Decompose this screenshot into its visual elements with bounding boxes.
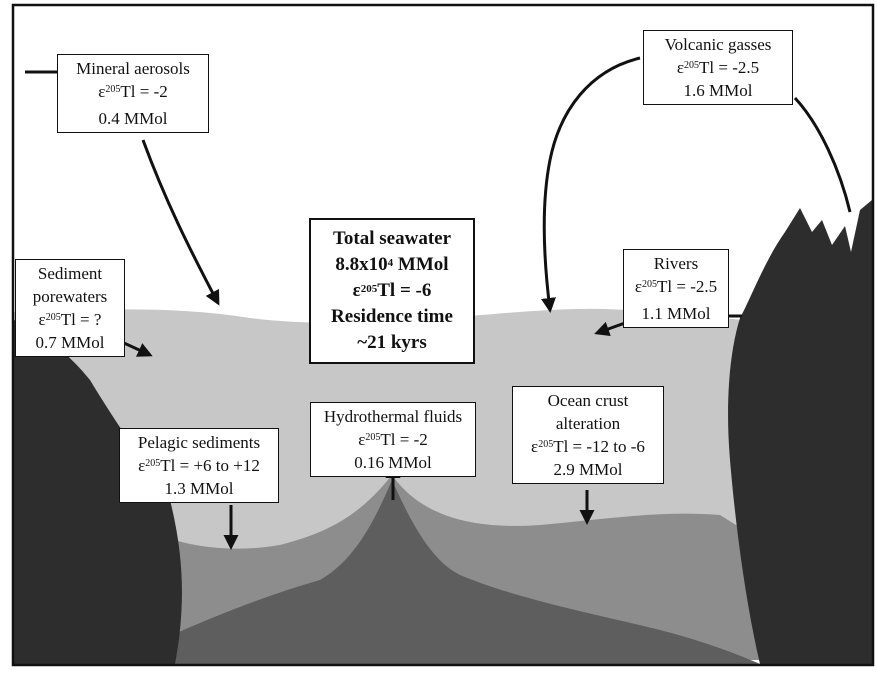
porewaters-title-line1: Sediment [37,264,103,283]
sediment-porewaters-box: Sediment porewaters ε205Tl = ? 0.7 MMol [15,259,125,357]
mineral-aerosols-epsilon: ε205Tl = -2 [98,82,168,101]
ocean-crust [110,480,760,664]
rivers-epsilon: ε205Tl = -2.5 [634,277,718,296]
total-seawater-box: Total seawater 8.8x104 MMol ε205Tl = -6 … [309,218,475,364]
ocean-crust-alteration-box: Ocean crust alteration ε205Tl = -12 to -… [512,386,664,484]
hydrothermal-fluids-epsilon: ε205Tl = -2 [358,430,428,449]
total-seawater-epsilon: ε205Tl = -6 [352,280,432,301]
right-continent [728,200,872,664]
mineral-aerosols-box: Mineral aerosols ε205Tl = -2 0.4 MMol [57,54,209,133]
ocean-crust-amount: 2.9 MMol [553,460,623,479]
rivers-box: Rivers ε205Tl = -2.5 1.1 MMol [623,249,729,328]
porewaters-arrow [123,341,153,357]
ocean-crust-epsilon: ε205Tl = -12 to -6 [531,437,645,456]
pelagic-sediments-title: Pelagic sediments [137,433,261,452]
residence-time-label: Residence time [331,306,453,327]
volcanic-arrow [541,56,641,313]
total-seawater-amount: 8.8x104 MMol [335,254,449,275]
hydrothermal-fluids-box: Hydrothermal fluids ε205Tl = -2 0.16 MMo… [310,402,476,477]
ocean-crust-title-line2: alteration [555,414,621,433]
volcanic-gasses-amount: 1.6 MMol [683,81,753,100]
volcanic-gasses-box: Volcanic gasses ε205Tl = -2.5 1.6 MMol [643,30,793,105]
mineral-aerosols-amount: 0.4 MMol [98,109,168,128]
pelagic-sediments-box: Pelagic sediments ε205Tl = +6 to +12 1.3… [119,428,279,503]
pelagic-sediments-amount: 1.3 MMol [164,479,234,498]
aerosols-arrow [141,139,220,306]
left-continent [14,320,182,664]
ocean-crust-title-line1: Ocean crust [547,391,629,410]
porewaters-amount: 0.7 MMol [35,333,105,352]
volcanic-gasses-title: Volcanic gasses [664,35,772,54]
mineral-aerosols-title: Mineral aerosols [76,59,190,78]
rivers-title: Rivers [653,254,699,273]
diagram-frame [11,3,875,667]
pelagic-sediments-epsilon: ε205Tl = +6 to +12 [138,456,260,475]
porewaters-epsilon: ε205Tl = ? [38,310,102,329]
porewaters-title-line2: porewaters [32,287,108,306]
total-seawater-title: Total seawater [332,228,452,249]
residence-time-value: ~21 kyrs [357,332,427,353]
rivers-amount: 1.1 MMol [641,304,711,323]
volcanic-gasses-epsilon: ε205Tl = -2.5 [676,58,760,77]
hydrothermal-fluids-amount: 0.16 MMol [354,453,432,472]
volcanic-source-line [793,96,852,213]
hydrothermal-fluids-title: Hydrothermal fluids [323,407,463,426]
